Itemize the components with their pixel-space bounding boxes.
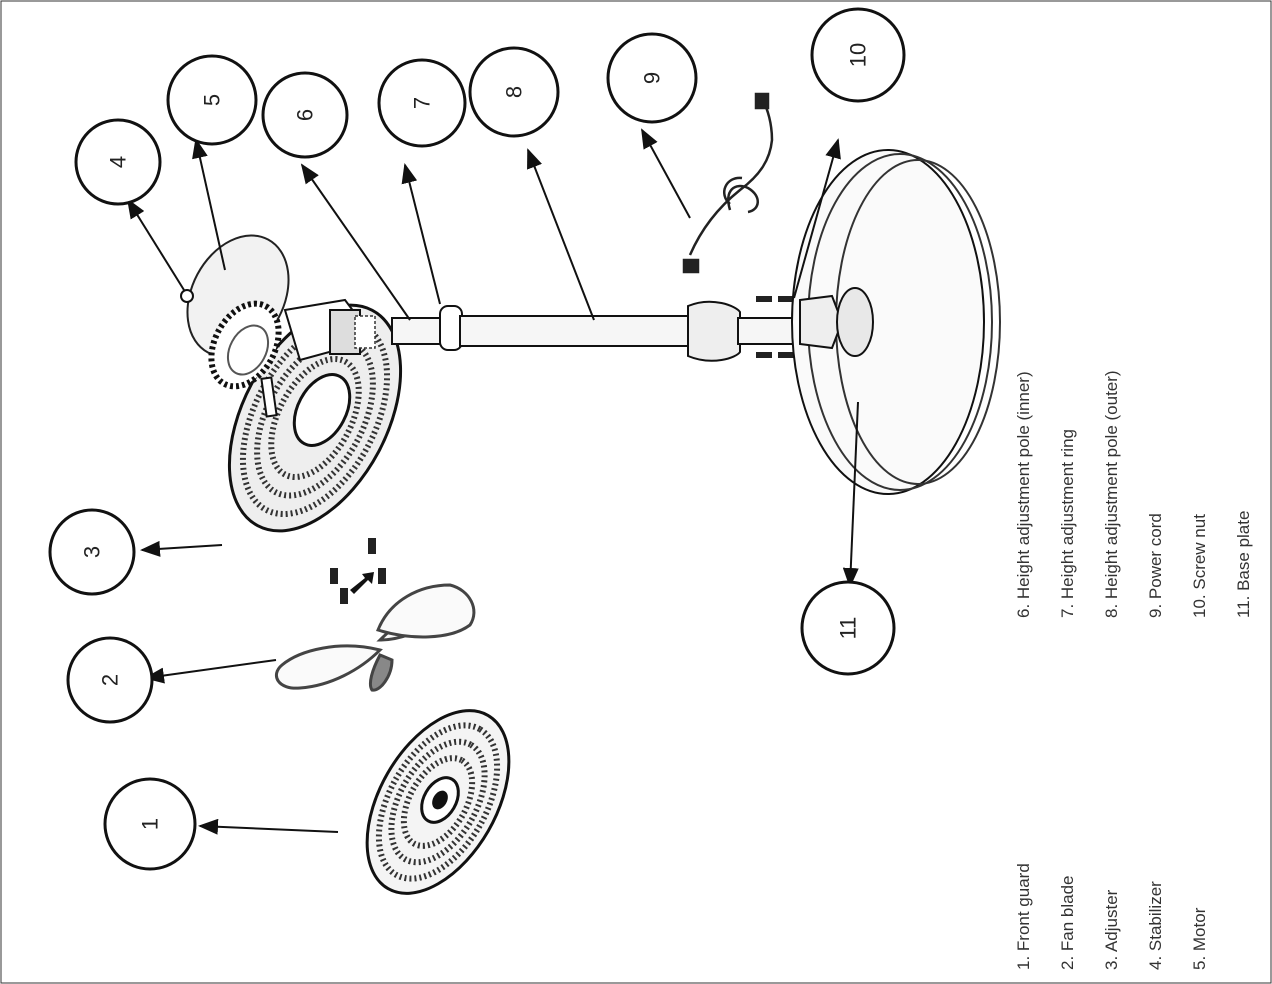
arrow-8 bbox=[527, 148, 595, 321]
base-plate-part bbox=[791, 149, 1001, 495]
callout-7: 7 bbox=[377, 58, 467, 148]
legend-item: 9. Power cord bbox=[1146, 513, 1165, 618]
callout-6: 6 bbox=[261, 71, 349, 159]
legend-item: 7. Height adjustment ring bbox=[1058, 429, 1077, 618]
screw-nut-part bbox=[756, 296, 794, 358]
callout-label: 11 bbox=[836, 617, 861, 640]
fan-blade-part bbox=[275, 583, 476, 692]
arrow-2 bbox=[144, 659, 277, 684]
arrow-10 bbox=[793, 138, 841, 299]
callout-2: 2 bbox=[66, 636, 154, 724]
callout-8: 8 bbox=[468, 46, 560, 138]
arrow-4 bbox=[126, 198, 185, 291]
legend-item: 10. Screw nut bbox=[1190, 514, 1209, 618]
callout-label: 4 bbox=[106, 156, 131, 168]
power-cord-part bbox=[682, 92, 774, 274]
legend-item: 8. Height adjustment pole (outer) bbox=[1102, 370, 1121, 618]
arrow-11 bbox=[842, 401, 859, 588]
front-guard-part bbox=[365, 709, 511, 895]
pole-collar bbox=[687, 300, 741, 362]
legend-item: 3. Adjuster bbox=[1102, 889, 1121, 970]
callout-4: 4 bbox=[74, 118, 162, 206]
callout-9: 9 bbox=[606, 32, 698, 124]
arrow-3 bbox=[140, 540, 223, 557]
callout-label: 1 bbox=[138, 818, 163, 830]
callout-10: 10 bbox=[810, 7, 906, 103]
arrow-7 bbox=[401, 163, 441, 305]
callout-label: 9 bbox=[640, 72, 665, 84]
legend-item: 2. Fan blade bbox=[1058, 875, 1077, 970]
callout-5: 5 bbox=[166, 54, 258, 146]
callout-11: 11 bbox=[800, 580, 896, 676]
callout-label: 5 bbox=[200, 94, 225, 106]
callout-3: 3 bbox=[48, 508, 136, 596]
motor-part bbox=[180, 234, 376, 418]
legend-item: 4. Stabilizer bbox=[1146, 881, 1165, 970]
legend-item: 6. Height adjustment pole (inner) bbox=[1014, 371, 1033, 618]
legend-left: 1. Front guard 2. Fan blade 3. Adjuster … bbox=[1014, 863, 1209, 970]
callout-label: 3 bbox=[80, 546, 105, 558]
outer-pole bbox=[459, 315, 693, 347]
callout-label: 6 bbox=[293, 109, 318, 121]
height-poles bbox=[391, 300, 801, 362]
adjustment-ring bbox=[439, 305, 463, 351]
stabilizer-knob bbox=[180, 289, 194, 303]
leader-arrows bbox=[126, 128, 859, 835]
arrow-5 bbox=[192, 138, 226, 271]
callout-label: 7 bbox=[410, 97, 435, 109]
arrow-1 bbox=[198, 818, 339, 835]
inner-pole bbox=[391, 317, 449, 345]
callout-label: 8 bbox=[502, 86, 527, 98]
callout-1: 1 bbox=[103, 777, 197, 871]
legend-item: 1. Front guard bbox=[1014, 863, 1033, 970]
legend-item: 11. Base plate bbox=[1234, 511, 1253, 618]
callout-label: 10 bbox=[846, 43, 871, 67]
legend-item: 5. Motor bbox=[1190, 907, 1209, 970]
arrow-9 bbox=[641, 128, 691, 219]
arrow-6 bbox=[300, 163, 411, 321]
legend-right: 6. Height adjustment pole (inner) 7. Hei… bbox=[1014, 370, 1253, 618]
callout-label: 2 bbox=[98, 674, 123, 686]
